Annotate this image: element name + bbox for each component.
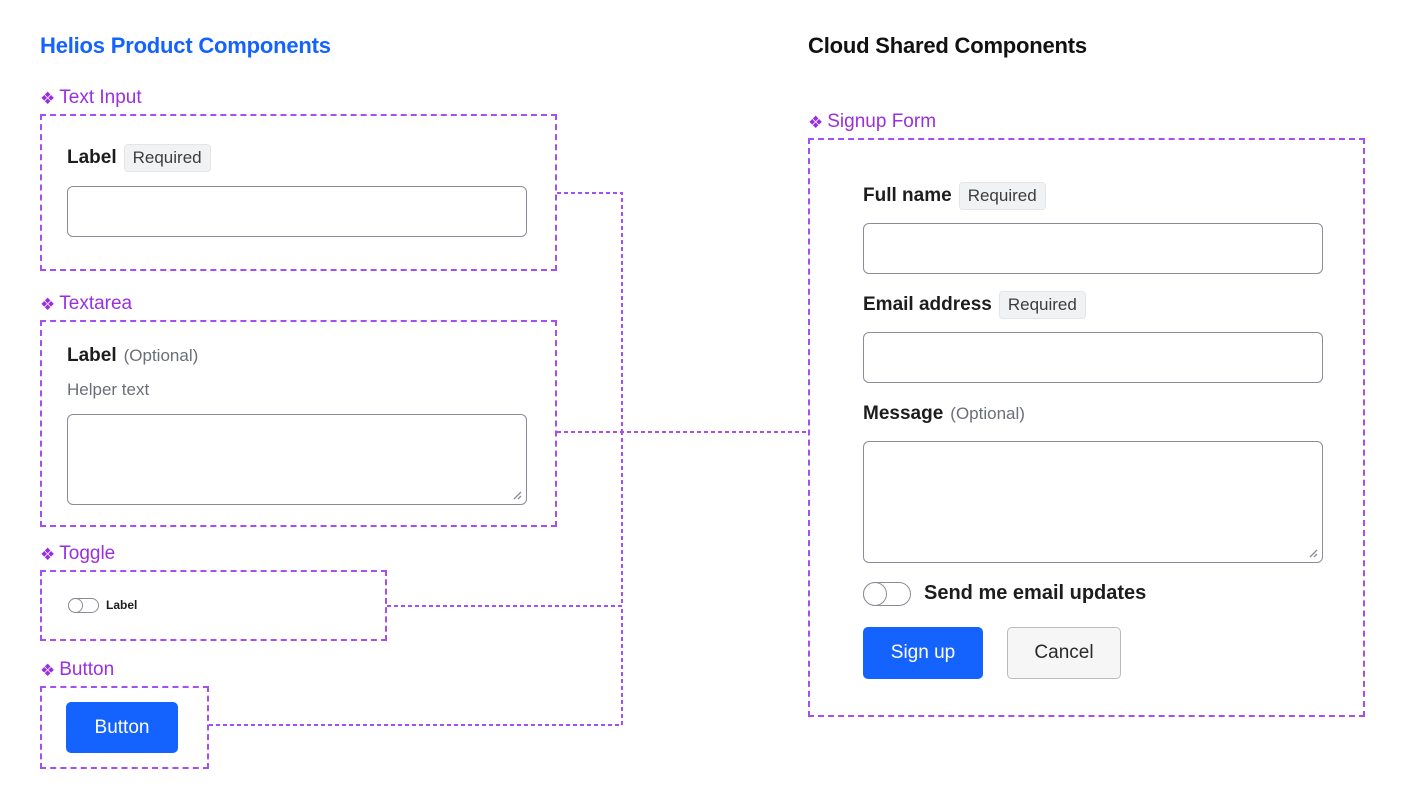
resize-grip-icon[interactable]	[1306, 546, 1318, 558]
component-name: Signup Form	[827, 111, 937, 132]
connector-toggle	[387, 432, 623, 607]
component-name: Text Input	[59, 87, 142, 108]
full-name-label-row: Full name Required	[863, 182, 1046, 210]
component-label-button: ❖ Button	[40, 659, 114, 681]
field-label: Label	[67, 345, 117, 366]
message-label: Message	[863, 403, 944, 424]
text-input-label-row: Label Required	[67, 144, 211, 172]
textarea-label-row: Label (Optional)	[67, 345, 198, 367]
component-name: Textarea	[59, 293, 133, 314]
required-badge: Required	[998, 291, 1086, 319]
text-input-field[interactable]	[67, 186, 527, 237]
message-textarea[interactable]	[863, 441, 1323, 563]
cloud-section-title: Cloud Shared Components	[808, 33, 1087, 58]
full-name-label: Full name	[863, 185, 952, 206]
helios-section-title: Helios Product Components	[40, 33, 331, 58]
component-diamond-icon: ❖	[40, 544, 56, 564]
connector-text-input	[557, 192, 623, 432]
cancel-button[interactable]: Cancel	[1007, 627, 1121, 679]
sign-up-button[interactable]: Sign up	[863, 627, 983, 679]
button-frame: Button	[40, 686, 209, 769]
required-badge: Required	[123, 144, 211, 172]
toggle-knob	[862, 581, 887, 606]
signup-form-frame: Full name Required Email address Require…	[808, 138, 1365, 717]
component-label-textarea: ❖ Textarea	[40, 293, 132, 315]
optional-indicator: (Optional)	[123, 346, 199, 365]
toggle-knob	[68, 597, 83, 613]
message-label-row: Message (Optional)	[863, 403, 1025, 425]
resize-grip-icon[interactable]	[510, 488, 522, 500]
email-input[interactable]	[863, 332, 1323, 383]
optional-indicator: (Optional)	[950, 404, 1025, 423]
connector-button	[209, 606, 623, 726]
helper-text: Helper text	[67, 380, 150, 399]
component-diamond-icon: ❖	[40, 88, 56, 108]
component-label-text-input: ❖ Text Input	[40, 87, 142, 109]
email-label: Email address	[863, 294, 992, 315]
required-badge: Required	[958, 182, 1046, 210]
primary-button[interactable]: Button	[66, 702, 178, 753]
toggle-label: Label	[106, 598, 138, 612]
field-label: Label	[67, 147, 117, 168]
toggle-switch[interactable]	[68, 597, 99, 613]
email-updates-toggle[interactable]	[862, 581, 911, 606]
textarea-frame: Label (Optional) Helper text	[40, 320, 557, 527]
component-diamond-icon: ❖	[40, 294, 56, 314]
component-diamond-icon: ❖	[40, 660, 56, 680]
email-updates-label: Send me email updates	[924, 582, 1147, 604]
component-label-toggle: ❖ Toggle	[40, 543, 115, 565]
text-input-frame: Label Required	[40, 114, 557, 271]
email-label-row: Email address Required	[863, 291, 1086, 319]
component-name: Button	[59, 659, 115, 680]
toggle-frame: Label	[40, 570, 387, 641]
component-label-signup-form: ❖ Signup Form	[808, 111, 936, 133]
component-diamond-icon: ❖	[808, 112, 824, 132]
component-name: Toggle	[59, 543, 116, 564]
textarea-field[interactable]	[67, 414, 527, 505]
full-name-input[interactable]	[863, 223, 1323, 274]
